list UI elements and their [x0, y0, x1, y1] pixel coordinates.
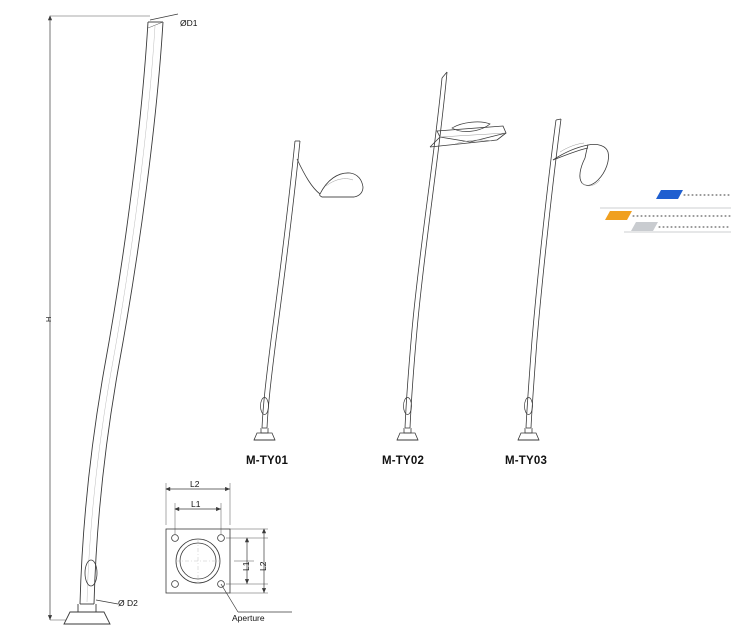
pole-m-ty03	[517, 118, 609, 441]
label-m-ty03: M-TY03	[505, 455, 548, 467]
dim-label-l2-top: L2	[190, 479, 200, 489]
dim-label-height: H	[44, 316, 53, 322]
base-plate-detail	[165, 483, 292, 613]
dim-label-top-diameter: ØD1	[180, 18, 198, 28]
label-m-ty02: M-TY02	[382, 455, 425, 467]
color-flags	[600, 190, 731, 233]
dim-label-l1-right: L1	[241, 561, 251, 571]
pole-m-ty01	[253, 140, 364, 441]
top-diameter-leader	[147, 13, 179, 29]
label-m-ty01: M-TY01	[246, 455, 289, 467]
main-pole-elevation	[63, 21, 164, 625]
dim-label-bottom-diameter: Ø D2	[118, 598, 138, 608]
label-aperture: Aperture	[232, 613, 265, 623]
pole-m-ty02	[396, 71, 507, 441]
height-dimension	[47, 15, 150, 621]
dim-label-l2-right: L2	[258, 561, 268, 571]
dim-label-l1-top: L1	[191, 499, 201, 509]
bottom-diameter-leader	[95, 599, 119, 605]
